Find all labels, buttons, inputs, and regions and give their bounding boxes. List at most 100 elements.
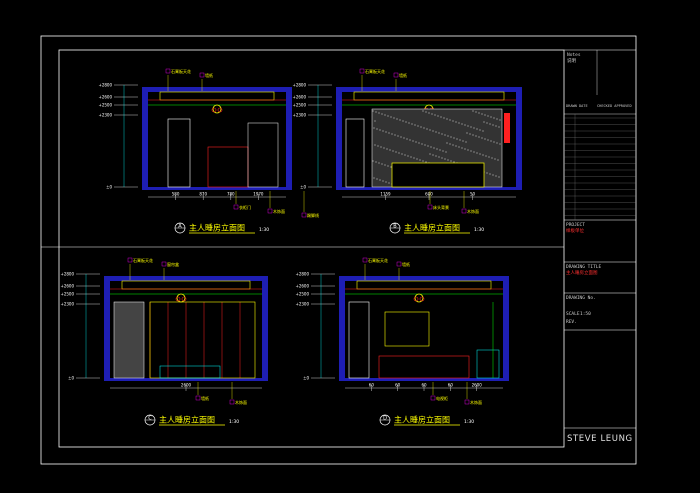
dim-label: 60 [421, 383, 427, 388]
wallpaper-dot [384, 164, 386, 166]
wallpaper-dot [484, 138, 486, 140]
wallpaper-dot [394, 134, 396, 136]
level-label: +2600 [292, 95, 306, 100]
wallpaper-dot [425, 111, 427, 113]
wallpaper-dot [455, 121, 457, 123]
level-label: +2800 [98, 83, 112, 88]
elevation-letter: D [383, 416, 387, 422]
wallpaper-dot [435, 131, 437, 133]
right-wall [262, 280, 268, 380]
wallpaper-dot [452, 120, 454, 122]
wallpaper-dot [421, 143, 423, 145]
wallpaper-dot [416, 158, 418, 160]
wallpaper-dot [388, 132, 390, 134]
project-label: PROJECT [566, 223, 585, 228]
wallpaper-dot [459, 139, 461, 141]
callout-note: 踢脚线 [307, 212, 319, 218]
wallpaper-dot [464, 124, 466, 126]
wallpaper-dot [493, 141, 495, 143]
wallpaper-dot [405, 121, 407, 123]
wallpaper-dot [445, 151, 447, 153]
chandelier-arm [217, 107, 223, 113]
wallpaper-dot [476, 128, 478, 130]
notes-sub: 说明 [567, 59, 576, 64]
callout-note: 木饰面 [235, 399, 247, 405]
wallpaper-dot [499, 119, 501, 121]
wallpaper-dot [396, 118, 398, 120]
wallpaper-dot [384, 114, 386, 116]
wallpaper-dot [495, 125, 497, 127]
elevation-scale: 1:30 [259, 227, 269, 233]
wallpaper-dot [467, 125, 469, 127]
drawn-date: DRAWN DATE [566, 104, 588, 108]
wallpaper-dot [420, 126, 422, 128]
callout-box [430, 395, 436, 401]
callout-note: 墙纸 [201, 395, 209, 401]
wallpaper-dot [496, 142, 498, 144]
wallpaper-dot [487, 115, 489, 117]
level-label: +2600 [98, 95, 112, 100]
wallpaper-dot [470, 150, 472, 152]
wallpaper-dot [484, 114, 486, 116]
callout-box [195, 395, 201, 401]
wallpaper-dot [441, 133, 443, 135]
wallpaper-dot [390, 116, 392, 118]
wallpaper-dot [417, 125, 419, 127]
wallpaper-dot [472, 134, 474, 136]
wallpaper-dot [375, 161, 377, 163]
callout-note: 石膏板天花 [171, 68, 191, 74]
wallpaper-dot [393, 117, 395, 119]
wallpaper-dot [372, 110, 374, 112]
wallpaper-dot [442, 150, 444, 152]
wallpaper-dot [438, 132, 440, 134]
wallpaper-dot [427, 145, 429, 147]
wallpaper-dot [453, 137, 455, 139]
side-panel [504, 113, 510, 143]
wallpaper-dot [464, 148, 466, 150]
callout-note: 墙纸 [205, 72, 213, 78]
elevation-title: 主人睡房立面图 [159, 415, 215, 425]
side-table [476, 349, 500, 379]
wallpaper-dot [431, 113, 433, 115]
wallpaper-dot [499, 143, 501, 145]
level-label: +2300 [292, 113, 306, 118]
wallpaper-dot [397, 135, 399, 137]
ceiling-recess [353, 91, 505, 101]
bench [159, 365, 221, 379]
dim-label: 2600 [181, 383, 192, 388]
callout-box [359, 68, 365, 74]
door [167, 118, 191, 188]
project-value: 样板单位 [566, 229, 584, 234]
left-wall [142, 91, 148, 189]
wallpaper-dot [450, 136, 452, 138]
drawing-no-label: DRAWING No. [566, 296, 596, 301]
wallpaper-dot [493, 117, 495, 119]
wallpaper-dot [483, 121, 485, 123]
tv-frame [384, 311, 430, 347]
callout-box [301, 212, 307, 218]
wallpaper-dot [383, 147, 385, 149]
right-wall [286, 91, 292, 189]
left-wall [104, 280, 110, 380]
wallpaper-dot [374, 144, 376, 146]
wallpaper-dot [456, 138, 458, 140]
callout-note: 石膏板天花 [365, 68, 385, 74]
wallpaper-dot [381, 163, 383, 165]
wallpaper-dot [395, 151, 397, 153]
wallpaper-dot [373, 127, 375, 129]
wallpaper-dot [485, 155, 487, 157]
drawing-frame [58, 49, 565, 448]
chandelier-icon [212, 104, 222, 114]
callout-note: 木饰面 [467, 208, 479, 214]
wallpaper-dot [481, 113, 483, 115]
level-label: +2500 [60, 292, 74, 297]
level-label: +2800 [295, 272, 309, 277]
wardrobe [247, 122, 279, 188]
wallpaper-dot [400, 136, 402, 138]
chandelier-arm [175, 296, 181, 302]
wallpaper-dot [435, 155, 437, 157]
wallpaper-dot [390, 166, 392, 168]
chandelier-arm [211, 107, 217, 113]
